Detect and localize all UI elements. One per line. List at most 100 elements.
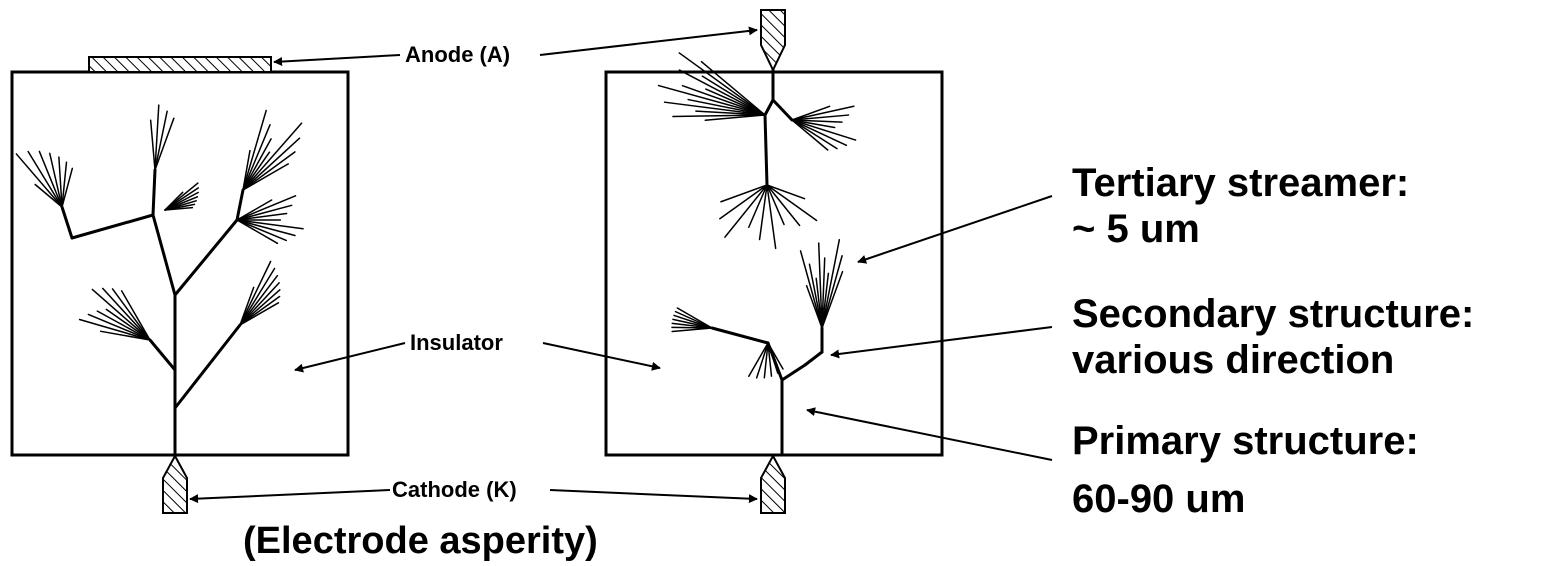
- right-sample: [604, 9, 944, 514]
- primary-trunk: [151, 168, 157, 217]
- tertiary-branch: [100, 330, 151, 341]
- tertiary-branch: [724, 184, 768, 238]
- secondary-branch: [70, 213, 155, 240]
- cathode-label: Cathode (K): [392, 477, 517, 502]
- tertiary-branch: [236, 204, 293, 221]
- tertiary-branch: [242, 124, 271, 191]
- tertiary-branch: [791, 119, 843, 123]
- tertiary-branch: [58, 156, 63, 208]
- tertiary-branch: [242, 151, 271, 191]
- tertiary-branch: [821, 270, 844, 329]
- primary-trunk: [780, 363, 807, 382]
- secondary-branch: [148, 338, 177, 372]
- tertiary-branch: [663, 101, 766, 116]
- electrode-asperity-caption: (Electrode asperity): [243, 520, 598, 561]
- tertiary-branch: [687, 98, 766, 116]
- tertiary-branch: [239, 289, 281, 326]
- tertiary-branch: [766, 184, 801, 227]
- left-electrical-tree: [15, 104, 304, 457]
- tertiary-branch: [821, 254, 843, 329]
- tertiary-branch: [767, 342, 773, 377]
- tertiary-branch: [15, 153, 63, 208]
- tertiary-branch: [672, 114, 766, 118]
- tertiary-branch: [242, 163, 289, 191]
- secondary-branch: [173, 218, 239, 297]
- tertiary-branch: [242, 137, 301, 191]
- tertiary-branch: [791, 119, 838, 150]
- tertiary-branch: [791, 114, 850, 121]
- tertiary-branch: [61, 161, 68, 208]
- cathode-left-arrow: [189, 489, 391, 504]
- left-needle-cathode: [162, 453, 188, 514]
- tertiary-branch: [720, 184, 768, 203]
- tertiary-branch: [748, 184, 768, 228]
- tertiary-branch: [767, 342, 784, 370]
- tertiary-branch: [96, 310, 151, 341]
- tertiary-branch: [242, 109, 267, 191]
- tertiary-branch: [242, 138, 272, 191]
- tertiary-branch: [78, 318, 151, 341]
- tertiary-branch: [149, 119, 156, 171]
- tertiary-branch: [766, 184, 785, 226]
- tertiary-branch: [120, 290, 151, 341]
- secondary-branch: [771, 98, 794, 122]
- tertiary-branch: [49, 152, 63, 208]
- left-plate-anode: [88, 56, 272, 73]
- tertiary-branch: [791, 119, 836, 129]
- insulator-right-arrow: [542, 342, 661, 371]
- tertiary-branch: [239, 295, 281, 326]
- insulator-label: Insulator: [410, 330, 503, 355]
- tertiary-branch: [239, 302, 280, 326]
- insulator-left-arrow: [294, 342, 406, 373]
- tertiary-branch: [821, 257, 826, 329]
- tertiary-branch: [808, 263, 823, 329]
- tertiary-branch: [719, 184, 768, 220]
- primary-size: 60-90 um: [1072, 477, 1245, 521]
- tertiary-branch: [242, 122, 303, 191]
- tertiary-branch: [154, 117, 175, 171]
- tertiary-branch: [111, 288, 151, 341]
- tertiary-branch: [236, 219, 279, 245]
- secondary-desc: various direction: [1072, 338, 1394, 382]
- right-electrical-tree: [657, 52, 857, 457]
- tertiary-branch: [239, 260, 272, 326]
- tertiary-branch: [791, 105, 855, 121]
- tertiary-branch: [38, 150, 63, 208]
- anode-right-arrow: [539, 26, 758, 56]
- secondary-branch: [235, 188, 245, 222]
- tertiary-branch: [61, 167, 74, 208]
- cathode-right-arrow: [549, 489, 758, 504]
- tertiary-branch: [239, 282, 280, 326]
- tertiary-branch: [791, 119, 848, 147]
- tertiary-branch: [766, 184, 777, 250]
- tertiary-branch: [705, 88, 766, 116]
- primary-trunk: [763, 113, 769, 187]
- tertiary-branch: [695, 110, 766, 116]
- tertiary-branch: [154, 104, 160, 171]
- tertiary-arrow: [857, 195, 1053, 264]
- tertiary-branch: [766, 184, 806, 200]
- secondary-branch: [60, 205, 74, 240]
- left-sample: [10, 56, 350, 514]
- left-insulator-box: [10, 70, 350, 457]
- tertiary-branch: [91, 288, 151, 341]
- tertiary-branch: [236, 195, 297, 221]
- tertiary-branch: [821, 238, 841, 329]
- primary-arrow: [806, 407, 1053, 461]
- tertiary-branch: [678, 69, 766, 116]
- primary-trunk: [763, 98, 775, 117]
- tertiary-branch: [758, 184, 768, 241]
- tertiary-branch: [681, 84, 766, 116]
- tertiary-branch: [236, 212, 288, 221]
- tertiary-branch: [799, 250, 823, 329]
- tertiary-branch: [236, 219, 296, 237]
- primary-trunk: [151, 213, 177, 297]
- tertiary-branch: [791, 105, 831, 121]
- tertiary-branch: [763, 342, 769, 379]
- tertiary-branch: [164, 206, 194, 211]
- secondary-title: Secondary structure:: [1072, 292, 1474, 336]
- primary-trunk: [803, 350, 824, 367]
- tertiary-branch: [101, 287, 151, 341]
- tertiary-branch: [676, 307, 713, 329]
